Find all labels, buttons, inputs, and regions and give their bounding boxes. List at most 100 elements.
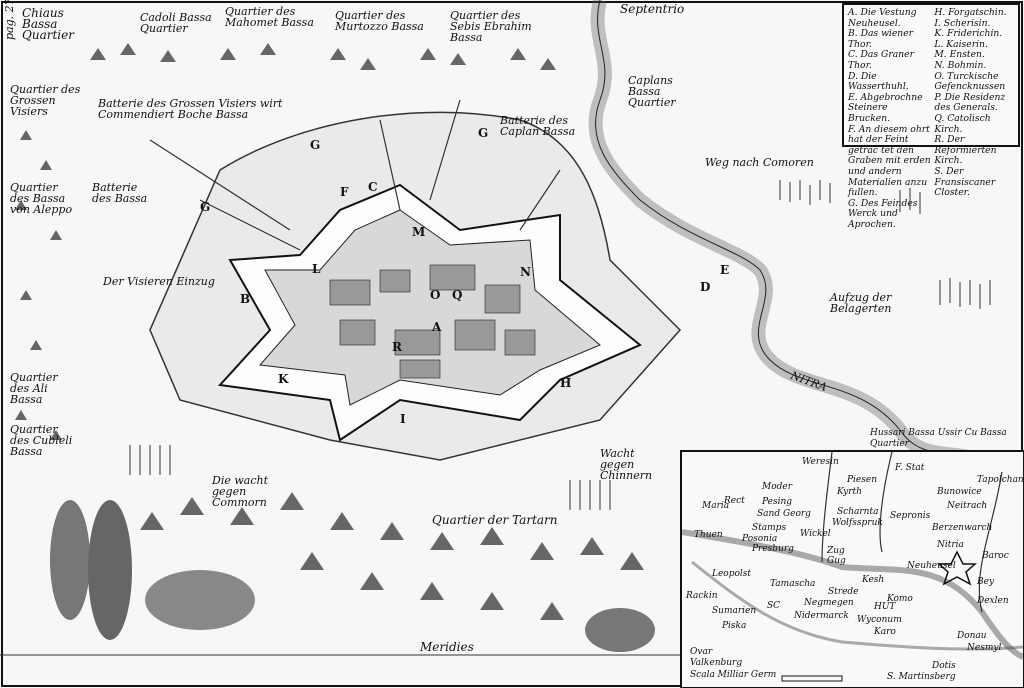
inset-place-label: Rect [724,496,745,506]
inset-place-label: S. Martinsberg [887,672,956,682]
inset-place-label: Baroc [982,551,1009,561]
legend-m: M. Ensten. [934,49,985,61]
inset-place-label: F. Stat [895,463,925,473]
label-aufzug: Aufzug der Belagerten [830,291,892,315]
label-wacht-commorn: Die wacht gegen Commorn [212,474,268,509]
label-batterie-caplan: Batterie des Caplan Bassa [500,114,576,138]
inset-place-label: Wyconum [857,615,902,625]
letter-g2: G [478,126,489,140]
inset-place-label: Wickel [800,529,831,539]
inset-place-label: Valkenburg [690,658,743,668]
inset-place-label: Bunowice [937,487,982,497]
letter-e: E [720,263,730,277]
label-quartier-ali: Quartier des Ali Bassa [10,371,58,406]
inset-place-label: Ovar [690,647,713,657]
inset-place-label: Neitrach [947,501,988,511]
letter-l: L [312,262,321,276]
inset-place-label: Dexlen [977,596,1009,606]
inset-place-label: Moder [762,482,793,492]
inset-place-label: Scala Milliar Germ [690,670,777,680]
inset-place-label: Dotis [932,661,956,671]
label-quartier-aleppo: Quartier des Bassa von Aleppo [10,181,73,216]
label-murtozzo: Quartier des Murtozzo Bassa [335,9,424,33]
inset-place-label: SC [767,601,781,611]
inset-place-label: Sepronis [890,511,931,521]
label-batterie-bassa: Batterie des Bassa [92,181,148,205]
legend-f: F. An diesem ohrt hat der Feint getrac t… [848,123,931,199]
legend-a: A. Die Vestung Neuheusel. [848,7,917,29]
inset-place-label: Gug [827,556,846,566]
inset-place-label: Nesmyl [967,643,1002,653]
label-sebis: Quartier des Sebis Ebrahim Bassa [450,9,532,44]
inset-place-label: Weresin [802,457,839,467]
inset-place-label: Neuheusel [907,561,956,571]
label-caplans: Caplans Bassa Quartier [628,74,676,109]
label-batterie-visier: Batterie des Grossen Visiers wirt Commen… [98,97,283,121]
inset-place-label: Leopolst [712,569,752,579]
label-chiaus: Chiaus Bassa Quartier [22,6,74,42]
letter-o: O [430,288,441,302]
label-wacht-chinnern: Wacht gegen Chinnern [600,447,653,482]
letter-g3: G [200,200,211,214]
inset-place-label: Tapolchan [977,475,1024,485]
legend-c: C. Das Graner Thor. [848,49,914,71]
inset-place-label: Sumarien [712,606,757,616]
inset-place-label: Sand Georg [757,509,811,519]
label-weg-comoren: Weg nach Comoren [705,156,814,169]
legend-s: S. Der Fransiscaner Closter. [934,165,996,199]
legend-n: N. Bohmin. [934,59,987,71]
inset-artwork [682,452,1023,682]
inset-place-label: Strede [828,587,859,597]
inset-place-label: Stamps [752,523,787,533]
label-septentrio: Septentrio [620,2,685,16]
legend-l: L. Kaiserin. [934,38,988,50]
letter-b: B [240,292,251,306]
letter-d: D [700,280,711,294]
inset-place-label: Kesh [862,575,885,585]
label-quartier-cubleli: Quartier des Cubleli Bassa [10,423,73,458]
label-mahomet: Quartier des Mahomet Bassa [225,5,314,29]
letter-f: F [340,185,349,199]
camp-tents [15,43,644,620]
label-visieren-einzug: Der Visieren Einzug [103,275,215,288]
inset-place-label: Kyrth [837,487,862,497]
inset-place-label: Nitria [937,540,964,550]
letter-i: I [400,412,406,426]
inset-place-label: Rackin [686,591,718,601]
inset-place-label: Komo [887,594,913,604]
legend-o: O. Turckische Gefencknussen [934,70,1006,93]
legend-b: B. Das wiener Thor. [848,28,914,50]
label-cadoli: Cadoli Bassa Quartier [140,11,212,35]
inset-place-label: Posonia [742,534,778,544]
legend-r: R. Der Reformierten Kirch. [934,134,997,167]
inset-place-label: Karo [874,627,896,637]
legend-box: A. Die Vestung Neuheusel. B. Das wiener … [842,3,1020,230]
letter-m: M [412,225,426,239]
inset-place-label: HUT [874,602,896,612]
foreground-horsemen [50,500,655,652]
label-grossen-visier: Quartier des Grossen Visiers [10,83,81,118]
legend-p: P. Die Residenz des Generals. [934,91,1006,114]
legend-g: G. Des Feindes Werck und Aprochen. [848,197,918,230]
inset-place-label: Zug [827,546,845,556]
inset-place-label: Wolfsspruk [832,518,883,528]
inset-place-label: Scharnta [837,507,879,517]
legend-d: D. Die Wasserthuhl. [848,70,909,93]
inset-place-label: Maria [702,501,730,511]
label-husari: Hussari Bassa Ussir Cu Bassa Quartier [870,428,1007,449]
legend-q: Q. Catolisch Kirch. [934,112,991,135]
letter-c: C [368,180,378,194]
label-meridies: Meridies [420,640,474,654]
label-tartarn: Quartier der Tartarn [432,513,558,527]
inset-place-label: Nidermarck [794,611,849,621]
inset-place-label: Pesing [762,497,793,507]
inset-place-label: Piska [722,621,747,631]
legend-i: I. Scherisin. [934,17,991,29]
letter-n: N [520,265,531,279]
inset-place-label: Bey [977,577,995,587]
letter-a: A [432,320,442,334]
inset-place-label: Tamascha [770,579,816,589]
